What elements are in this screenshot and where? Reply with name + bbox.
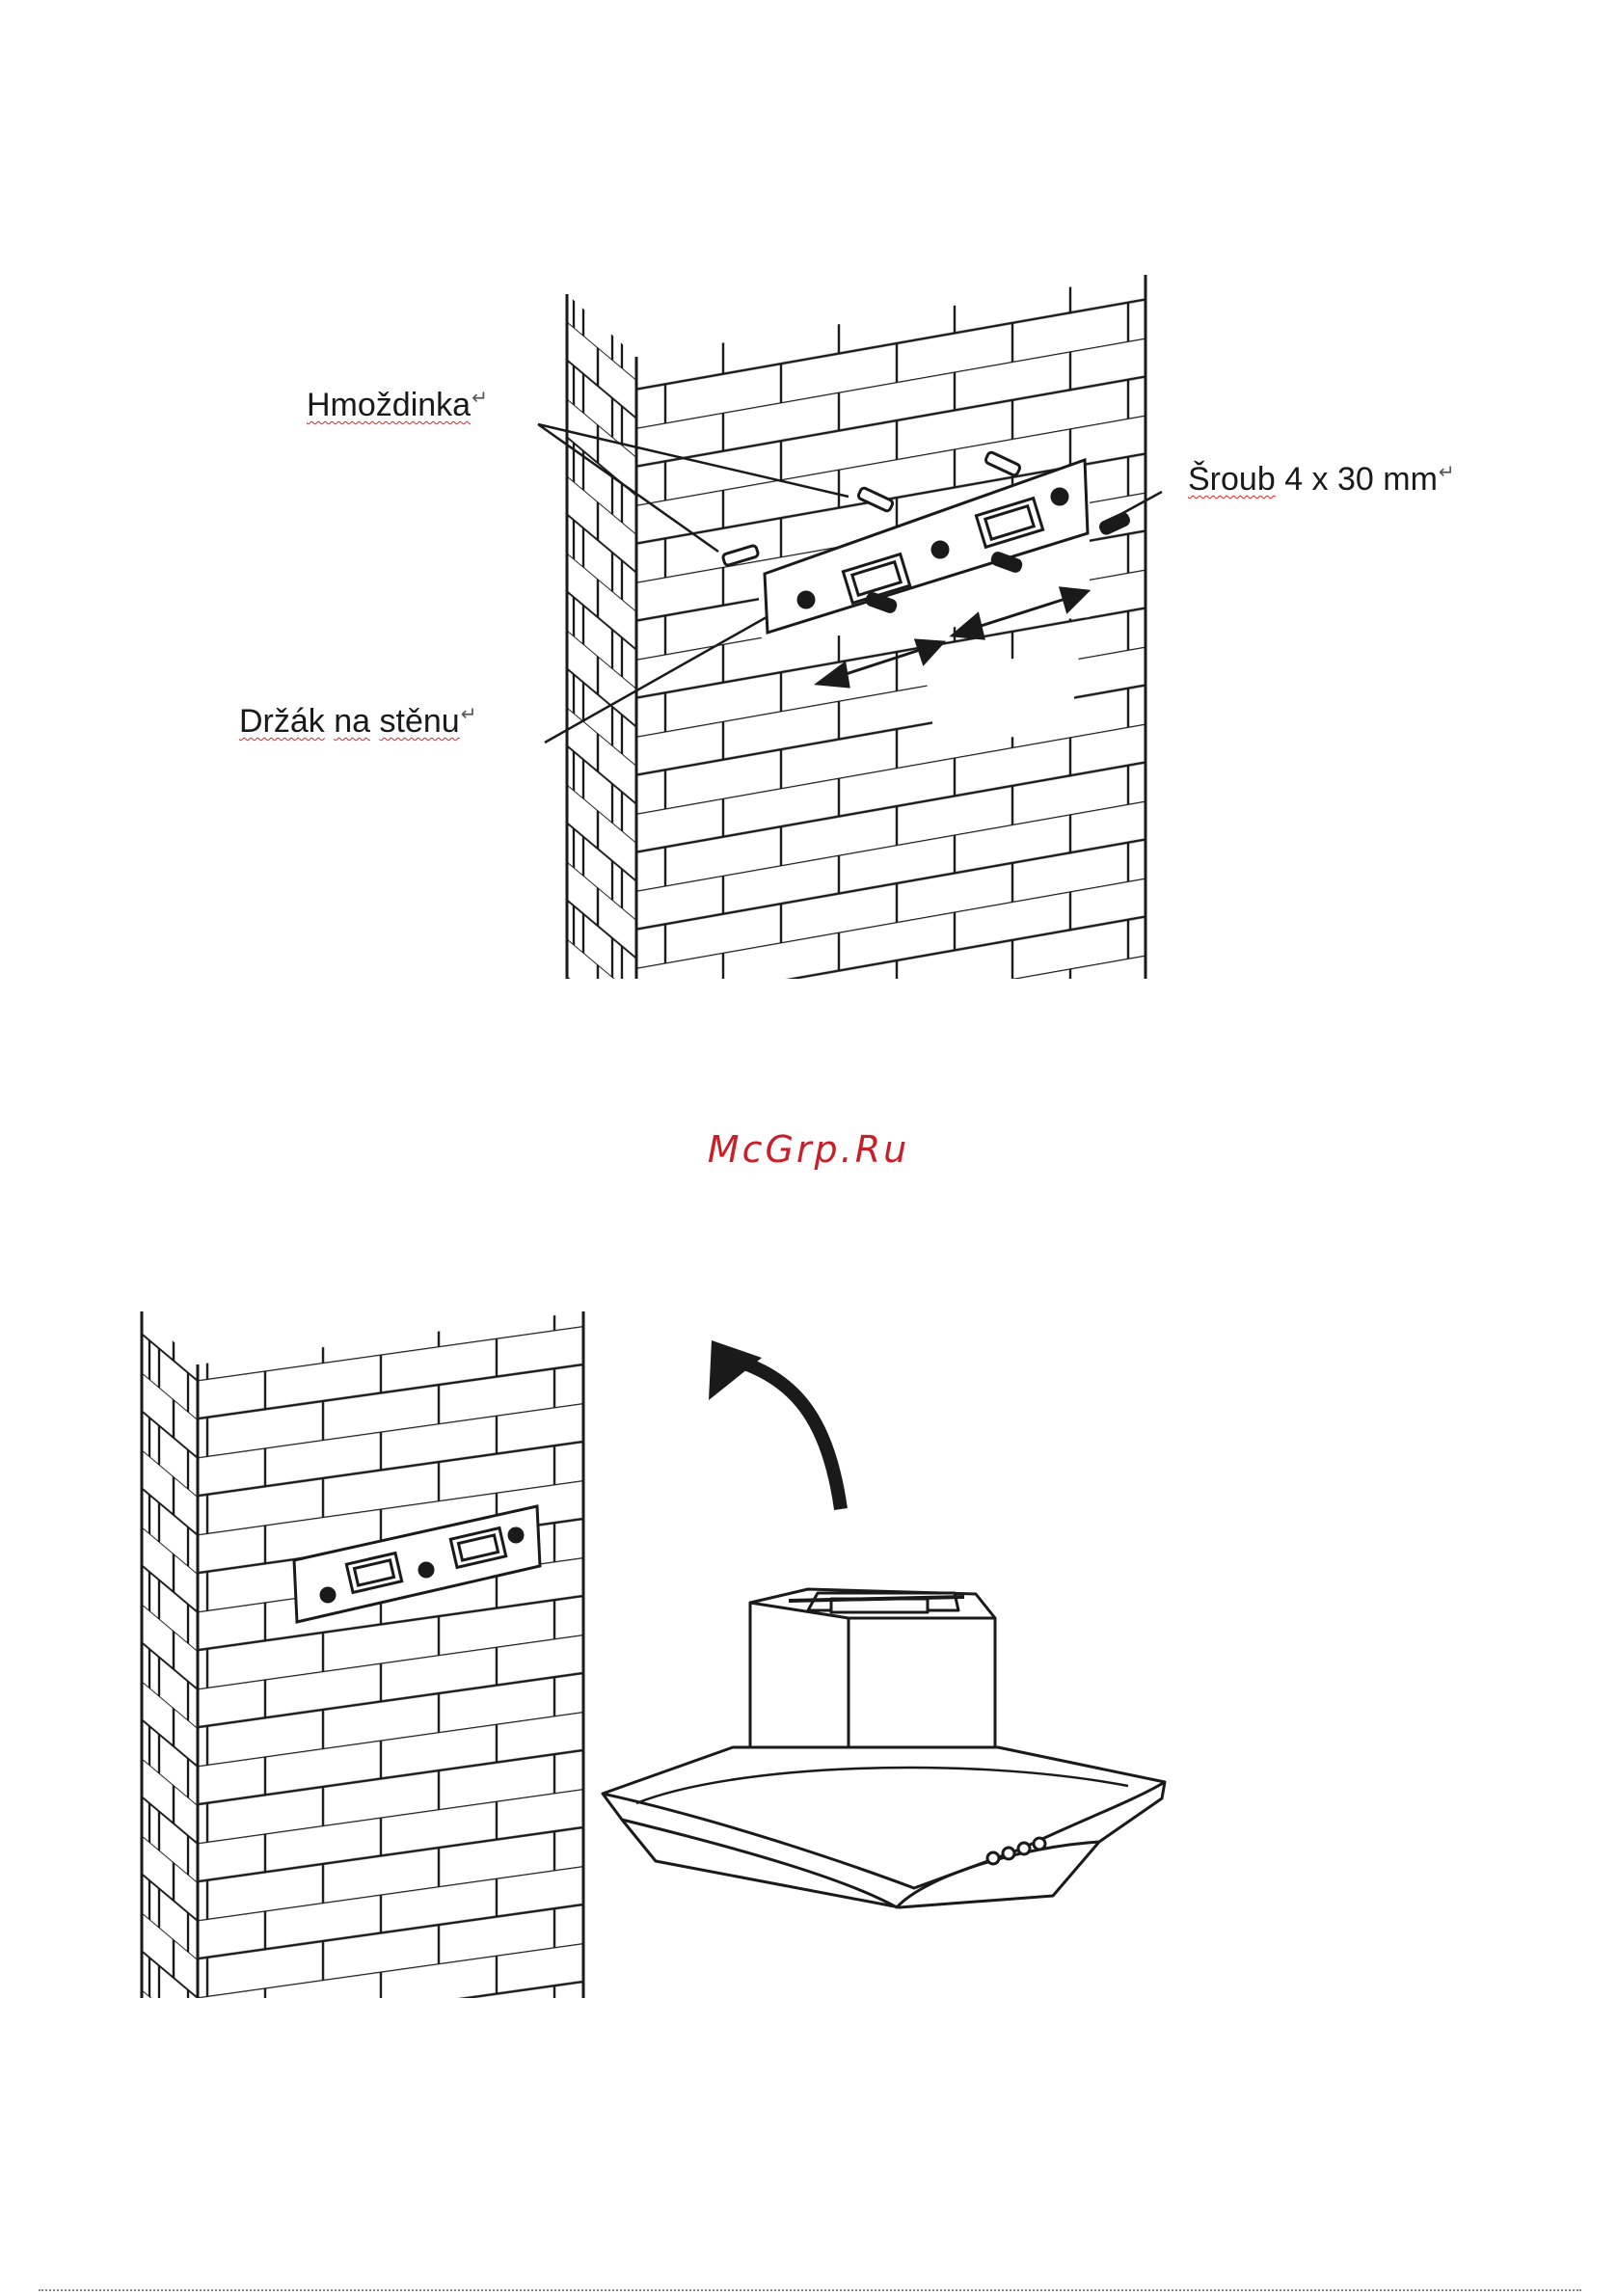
label-wall-bracket: Držák na stěnu↵: [239, 705, 476, 738]
hood-hanging-figure: [0, 1254, 1617, 2025]
page-footer-rule: [39, 2289, 1581, 2291]
cooker-hood: [603, 1589, 1165, 1907]
label-screw: Šroub 4 x 30 mm↵: [1188, 463, 1455, 496]
label-wall-plug: Hmoždinka↵: [307, 389, 488, 421]
lift-arrow: [709, 1340, 841, 1509]
brick-wall-corner-2: [140, 1307, 585, 2001]
watermark: McGrp.Ru: [0, 1128, 1617, 1171]
bracket-mounting-figure: [0, 0, 1617, 1022]
